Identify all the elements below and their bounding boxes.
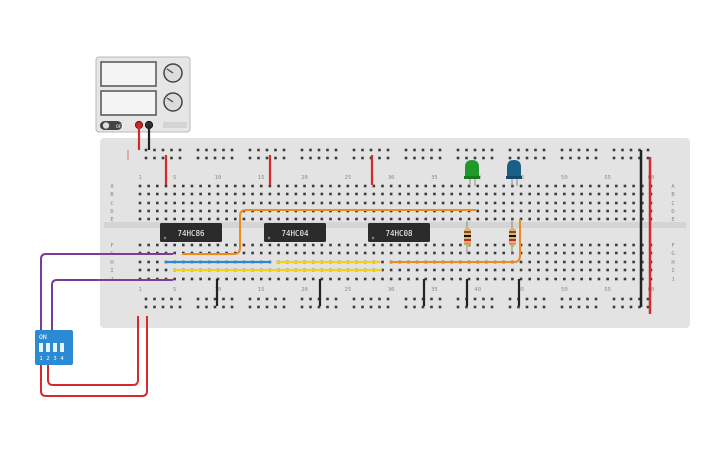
signal-wires[interactable] xyxy=(40,209,521,397)
row-letter: J xyxy=(671,277,674,283)
dip-toggle-4[interactable] xyxy=(60,343,64,352)
column-number: 45 xyxy=(518,287,525,293)
power-toggle-label: OFF xyxy=(116,124,124,130)
column-number: 20 xyxy=(301,287,308,293)
column-number: 55 xyxy=(604,175,611,181)
chip-74hc86[interactable]: 74HC86 xyxy=(160,223,222,242)
chip-label: 74HC04 xyxy=(281,229,309,238)
red-wire-dip-1[interactable] xyxy=(47,316,139,386)
jumper-wires[interactable] xyxy=(137,125,652,314)
row-letter: D xyxy=(110,209,113,215)
column-number: 35 xyxy=(431,175,438,181)
row-letter: C xyxy=(671,201,674,207)
resistor-2[interactable] xyxy=(509,221,516,254)
column-number: 50 xyxy=(561,175,568,181)
column-number: 55 xyxy=(604,287,611,293)
orange-wire-1[interactable] xyxy=(182,209,476,255)
orange-wire-2[interactable] xyxy=(390,219,521,263)
column-number: 5 xyxy=(173,175,176,181)
chip-74hc04[interactable]: 74HC04 xyxy=(264,223,326,242)
column-number: 25 xyxy=(345,287,352,293)
column-number: 1 xyxy=(138,287,141,293)
power-supply[interactable]: OFF xyxy=(95,56,191,133)
row-letter: F xyxy=(671,243,674,249)
dip-position-label: 2 xyxy=(46,356,49,362)
chip-74hc08[interactable]: 74HC08 xyxy=(368,223,430,242)
dip-switch[interactable]: ON 1 2 3 4 xyxy=(35,330,73,365)
row-letter: I xyxy=(110,268,113,274)
column-number: 30 xyxy=(388,175,395,181)
chip-label: 74HC08 xyxy=(385,229,413,238)
column-number: 30 xyxy=(388,287,395,293)
column-number: 35 xyxy=(431,287,438,293)
column-number: 1 xyxy=(138,175,141,181)
column-number: 15 xyxy=(258,175,265,181)
row-letter: G xyxy=(671,251,674,257)
green-led[interactable] xyxy=(464,160,480,186)
column-number: 20 xyxy=(301,175,308,181)
row-letter: B xyxy=(110,192,114,198)
row-letter: D xyxy=(671,209,674,215)
row-letter: H xyxy=(671,260,674,266)
purple-wire-2[interactable] xyxy=(51,279,173,338)
column-number: 40 xyxy=(474,287,481,293)
column-number: 10 xyxy=(215,175,222,181)
column-number: 50 xyxy=(561,287,568,293)
dip-on-label: ON xyxy=(39,333,47,341)
row-letter: E xyxy=(110,217,113,223)
row-letter: E xyxy=(671,217,674,223)
resistor-1[interactable] xyxy=(464,221,471,254)
blue-led[interactable] xyxy=(506,160,522,186)
row-letter: I xyxy=(671,268,674,274)
row-letter: C xyxy=(110,201,113,207)
dip-toggle-2[interactable] xyxy=(46,343,50,352)
dip-toggle-1[interactable] xyxy=(39,343,43,352)
column-number: 25 xyxy=(345,175,352,181)
chip-label: 74HC86 xyxy=(177,229,205,238)
dip-position-label: 3 xyxy=(53,356,56,362)
column-number: 15 xyxy=(258,287,265,293)
current-display xyxy=(100,90,157,116)
row-letter: F xyxy=(110,243,113,249)
row-letter: A xyxy=(671,184,675,190)
column-number: 5 xyxy=(173,287,176,293)
row-letter: H xyxy=(110,260,113,266)
row-letter: B xyxy=(671,192,675,198)
dip-position-label: 4 xyxy=(60,356,64,362)
dip-position-label: 1 xyxy=(39,356,42,362)
row-letter: A xyxy=(110,184,114,190)
dip-toggle-3[interactable] xyxy=(53,343,57,352)
voltage-display xyxy=(100,61,157,87)
red-wire-dip-2[interactable] xyxy=(40,316,148,397)
purple-wire-1[interactable] xyxy=(40,253,173,338)
